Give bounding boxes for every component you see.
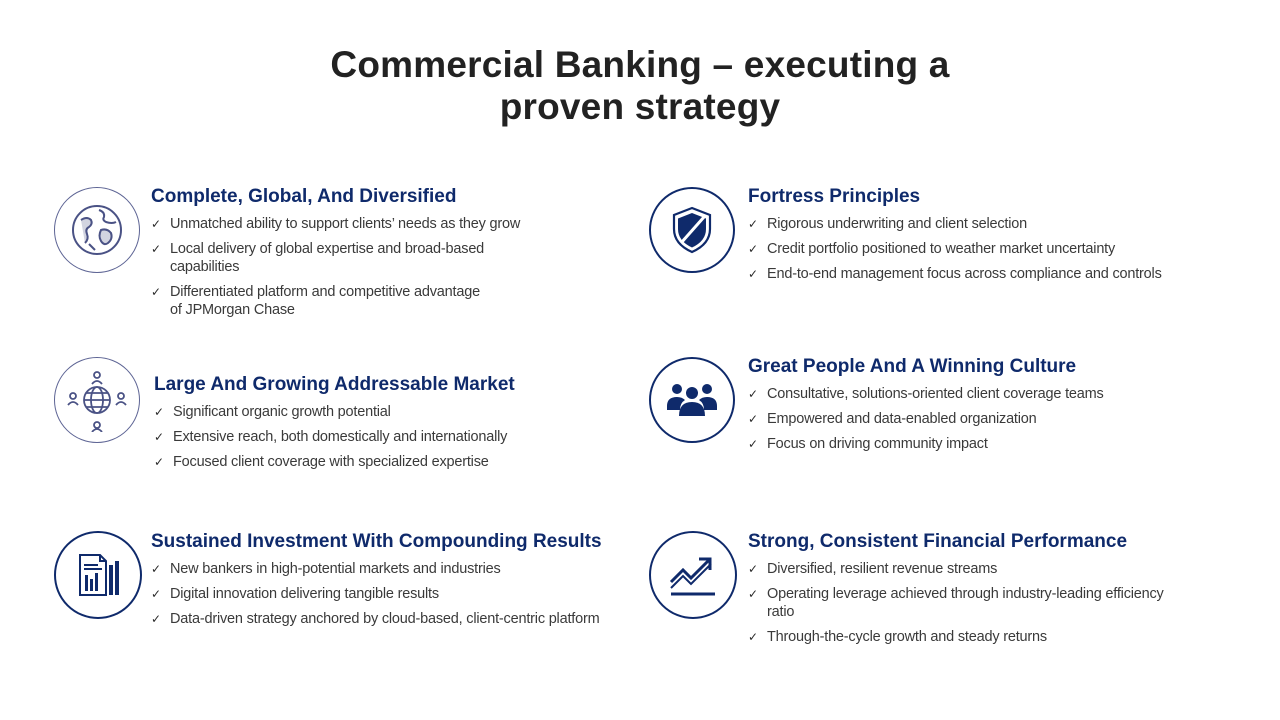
checkmark-icon: ✓ — [151, 587, 161, 601]
checkmark-icon: ✓ — [748, 412, 758, 426]
checkmark-icon: ✓ — [151, 242, 161, 256]
section-addressable-market: Large And Growing Addressable Market ✓Si… — [154, 373, 624, 478]
bullet-item: ✓Digital innovation delivering tangible … — [151, 586, 439, 602]
bullet-item: ✓Consultative, solutions-oriented client… — [748, 386, 1104, 402]
page-title-line-2: proven strategy — [499, 86, 781, 127]
checkmark-icon: ✓ — [154, 405, 164, 419]
people-group-icon — [649, 357, 735, 443]
bullet-list: ✓Unmatched ability to support clients’ n… — [151, 215, 621, 319]
checkmark-icon: ✓ — [748, 437, 758, 451]
report-chart-icon — [54, 531, 142, 619]
bullet-item: ✓End-to-end management focus across comp… — [748, 266, 1162, 282]
bullet-list: ✓Consultative, solutions-oriented client… — [748, 385, 1148, 453]
bullet-list: ✓Diversified, resilient revenue streams … — [748, 560, 1188, 646]
checkmark-icon: ✓ — [151, 217, 161, 231]
checkmark-icon: ✓ — [748, 242, 758, 256]
trending-up-icon — [649, 531, 737, 619]
checkmark-icon: ✓ — [748, 217, 758, 231]
checkmark-icon: ✓ — [151, 612, 161, 626]
bullet-list: ✓Rigorous underwriting and client select… — [748, 215, 1208, 283]
section-heading: Great People And A Winning Culture — [748, 356, 1077, 377]
section-people-culture: Great People And A Winning Culture ✓Cons… — [748, 355, 1148, 460]
checkmark-icon: ✓ — [748, 562, 758, 576]
globe-icon — [54, 187, 140, 273]
bullet-item: ✓Through-the-cycle growth and steady ret… — [748, 629, 1047, 645]
bullet-list: ✓New bankers in high-potential markets a… — [151, 560, 631, 628]
bullet-item: ✓Focus on driving community impact — [748, 436, 988, 452]
checkmark-icon: ✓ — [748, 387, 758, 401]
page-title: Commercial Banking – executing a proven … — [0, 44, 1280, 128]
section-financial-performance: Strong, Consistent Financial Performance… — [748, 530, 1188, 653]
shield-icon — [649, 187, 735, 273]
bullet-list: ✓Significant organic growth potential ✓E… — [154, 403, 624, 471]
section-fortress-principles: Fortress Principles ✓Rigorous underwriti… — [748, 185, 1208, 290]
bullet-item: ✓Unmatched ability to support clients’ n… — [151, 216, 521, 232]
section-sustained-investment: Sustained Investment With Compounding Re… — [151, 530, 631, 635]
checkmark-icon: ✓ — [151, 562, 161, 576]
checkmark-icon: ✓ — [154, 430, 164, 444]
page-title-line-1: Commercial Banking – executing a — [330, 44, 950, 85]
section-heading: Large And Growing Addressable Market — [154, 374, 515, 395]
bullet-item: ✓Operating leverage achieved through ind… — [748, 586, 1164, 620]
section-heading: Sustained Investment With Compounding Re… — [151, 531, 602, 552]
section-heading: Strong, Consistent Financial Performance — [748, 531, 1128, 552]
checkmark-icon: ✓ — [151, 285, 161, 299]
bullet-item: ✓New bankers in high-potential markets a… — [151, 561, 501, 577]
global-network-icon — [54, 357, 140, 443]
bullet-item: ✓Extensive reach, both domestically and … — [154, 429, 508, 445]
checkmark-icon: ✓ — [748, 587, 758, 601]
bullet-item: ✓Significant organic growth potential — [154, 404, 391, 420]
section-heading: Fortress Principles — [748, 186, 921, 207]
bullet-item: ✓Credit portfolio positioned to weather … — [748, 241, 1116, 257]
checkmark-icon: ✓ — [748, 630, 758, 644]
section-heading: Complete, Global, And Diversified — [151, 186, 457, 207]
bullet-item: ✓Rigorous underwriting and client select… — [748, 216, 1027, 232]
section-complete-global: Complete, Global, And Diversified ✓Unmat… — [151, 185, 621, 326]
checkmark-icon: ✓ — [154, 455, 164, 469]
bullet-item: ✓Empowered and data-enabled organization — [748, 411, 1037, 427]
bullet-item: ✓Local delivery of global expertise and … — [151, 241, 485, 275]
bullet-item: ✓Differentiated platform and competitive… — [151, 284, 480, 318]
checkmark-icon: ✓ — [748, 267, 758, 281]
bullet-item: ✓Data-driven strategy anchored by cloud-… — [151, 611, 600, 627]
bullet-item: ✓Focused client coverage with specialize… — [154, 454, 489, 470]
bullet-item: ✓Diversified, resilient revenue streams — [748, 561, 998, 577]
